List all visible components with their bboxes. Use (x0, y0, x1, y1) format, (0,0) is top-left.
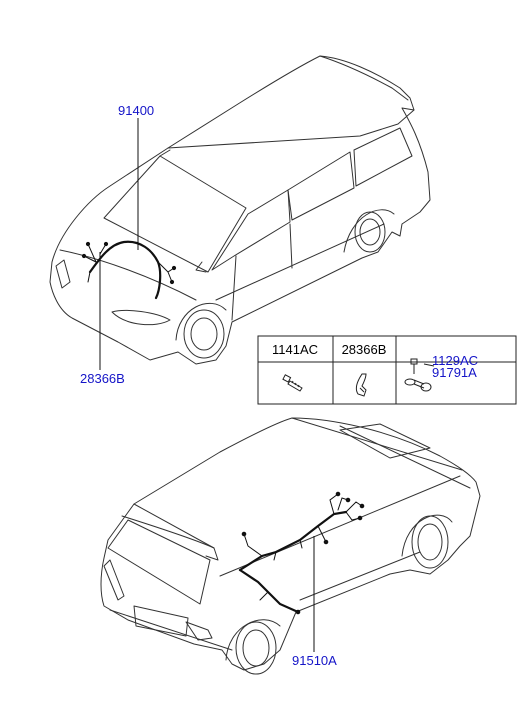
callout-91510a: 91510A (292, 653, 337, 668)
front-van-illustration (49, 55, 431, 365)
parts-table (257, 335, 517, 405)
callout-28366b: 28366B (80, 371, 125, 386)
rear-wiring-harness (238, 491, 365, 615)
table-side-label-91791a: 91791A (432, 365, 477, 380)
table-side-label-1129ac: 1129AC (432, 353, 479, 368)
table-header-1141ac: 1141AC (272, 342, 318, 357)
table-header-28366b: 28366B (342, 342, 387, 357)
front-wiring-harness (81, 240, 177, 300)
bolt-icon (282, 374, 303, 392)
callout-91400: 91400 (118, 103, 155, 118)
clip-icon (355, 373, 367, 397)
front-leader-lines (99, 118, 139, 370)
rear-van-illustration (100, 417, 481, 675)
screw-and-ring-terminal-icon (404, 358, 435, 392)
